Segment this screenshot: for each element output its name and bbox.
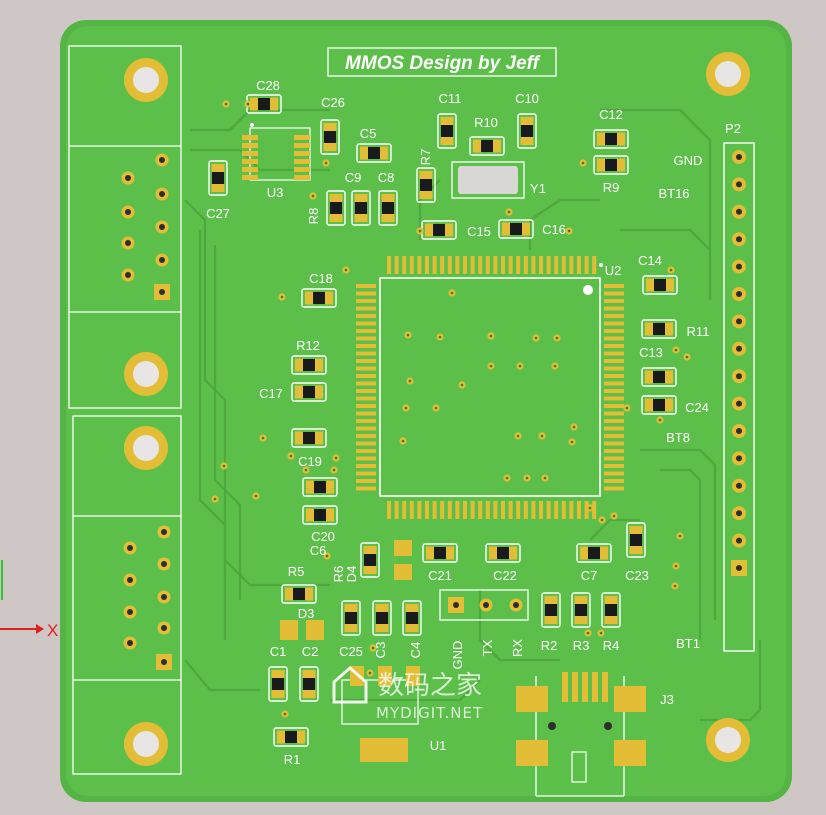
designator-u3: U3 — [267, 185, 284, 200]
designator-c11: C11 — [439, 91, 462, 106]
designator-r10: R10 — [474, 115, 498, 130]
designator-c24: C24 — [685, 400, 709, 415]
pin-label-tx: TX — [480, 639, 495, 656]
designator-c14: C14 — [638, 253, 662, 268]
designator-u2: U2 — [605, 263, 622, 278]
designator-c22: C22 — [493, 568, 517, 583]
designator-c21: C21 — [428, 568, 452, 583]
pin-label-bt16: BT16 — [658, 186, 689, 201]
designator-r3: R3 — [573, 638, 590, 653]
mounting-hole — [124, 722, 168, 766]
designator-c18: C18 — [309, 271, 333, 286]
designator-c17: C17 — [259, 386, 283, 401]
uart-header — [439, 589, 529, 621]
designator-c12: C12 — [599, 107, 623, 122]
pin-label-gnd-uart: GND — [450, 641, 465, 670]
db9-bottom-pins — [123, 525, 172, 670]
designator-r11: R11 — [687, 324, 710, 339]
p2-header — [723, 142, 755, 652]
pin-label-bt1: BT1 — [676, 636, 700, 651]
designator-r9: R9 — [603, 180, 620, 195]
u3-chip — [242, 123, 311, 181]
pin-label-gnd-right: GND — [674, 153, 703, 168]
pin-label-rx: RX — [510, 639, 525, 657]
y1-crystal — [451, 161, 525, 199]
title-frame — [327, 47, 557, 77]
j3-usb-connector[interactable] — [516, 672, 646, 797]
designator-c26: C26 — [321, 95, 345, 110]
designator-r4: R4 — [603, 638, 620, 653]
designator-c16: C16 — [542, 222, 566, 237]
watermark-cn: 数码之家 — [378, 671, 482, 701]
axis-indicator: X — [0, 560, 58, 640]
designator-c1: C1 — [270, 644, 287, 659]
designator-d4: D4 — [344, 566, 359, 583]
designator-j3: J3 — [660, 692, 674, 707]
designator-c15: C15 — [467, 224, 491, 239]
designator-p2: P2 — [725, 121, 741, 136]
designator-c28: C28 — [256, 78, 280, 93]
designator-c10: C10 — [515, 91, 539, 106]
designator-c25: C25 — [339, 644, 363, 659]
designator-r2: R2 — [541, 638, 558, 653]
designator-c6: C6 — [310, 543, 327, 558]
designator-r8: R8 — [306, 208, 321, 225]
designator-c20: C20 — [311, 529, 335, 544]
designator-r7: R7 — [418, 149, 433, 166]
watermark-en: MYDIGIT.NET — [376, 704, 483, 722]
pin-label-bt8: BT8 — [666, 430, 690, 445]
d3-diode — [280, 620, 324, 640]
mounting-hole — [124, 352, 168, 396]
mounting-hole — [706, 718, 750, 762]
designator-y1: Y1 — [530, 181, 546, 196]
designator-u1: U1 — [430, 738, 447, 753]
connector-outline-bottom — [72, 415, 182, 775]
designator-r12: R12 — [296, 338, 320, 353]
designator-c8: C8 — [378, 170, 395, 185]
watermark: 数码之家 MYDIGIT.NET — [332, 666, 483, 722]
u2-mcu — [356, 256, 624, 519]
mounting-hole — [124, 58, 168, 102]
designator-d3: D3 — [298, 606, 315, 621]
designator-r6: R6 — [331, 566, 346, 583]
board-title: MMOS Design by Jeff — [345, 53, 541, 74]
designator-c9: C9 — [345, 170, 362, 185]
designator-c3: C3 — [373, 642, 388, 659]
designator-c2: C2 — [302, 644, 319, 659]
designator-r1: R1 — [284, 752, 301, 767]
designator-c13: C13 — [639, 345, 663, 360]
designator-c7: C7 — [581, 568, 598, 583]
d4-diode — [394, 540, 412, 580]
mounting-hole — [124, 426, 168, 470]
db9-top-pins — [121, 153, 170, 300]
designator-c27: C27 — [206, 206, 230, 221]
mounting-hole — [706, 52, 750, 96]
designator-r5: R5 — [288, 564, 305, 579]
designator-c5: C5 — [360, 126, 377, 141]
designator-c19: C19 — [298, 454, 322, 469]
connector-outline-top — [68, 45, 182, 409]
designator-c23: C23 — [625, 568, 649, 583]
designator-c4: C4 — [408, 642, 423, 659]
axis-x-label: X — [47, 621, 58, 640]
